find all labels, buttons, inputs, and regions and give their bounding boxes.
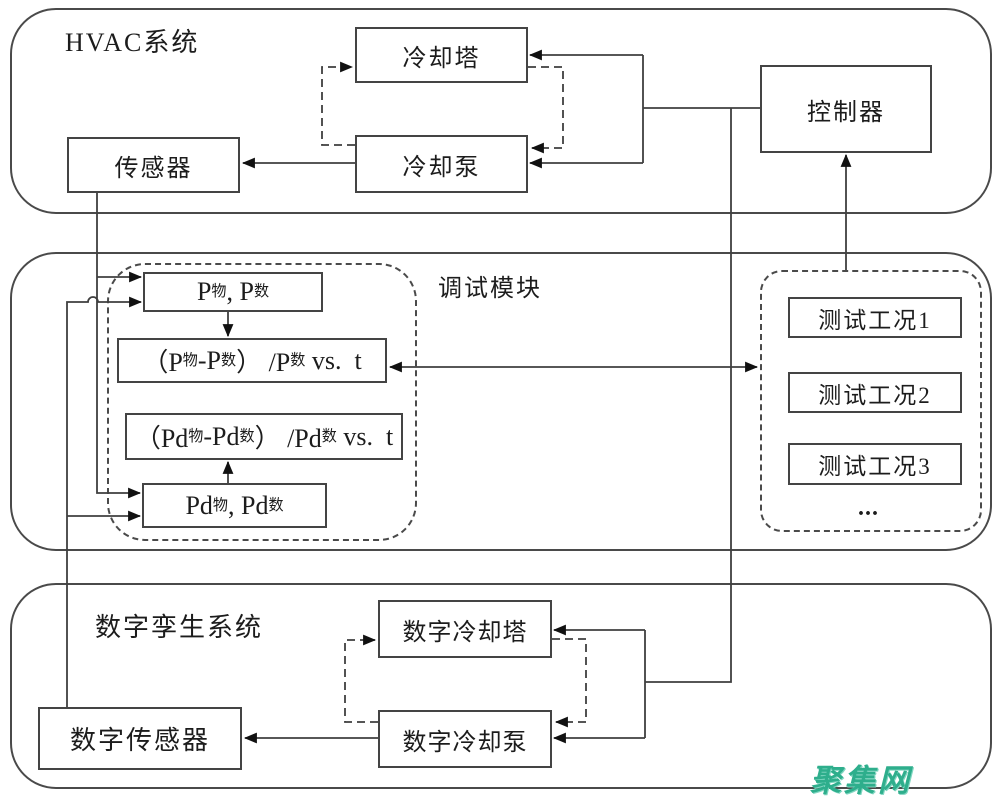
wire-controller-to-digital (645, 108, 732, 683)
test-conditions-group (760, 270, 982, 532)
test-condition-1-box: 测试工况1 (788, 297, 962, 338)
wire-pump-loop-left (321, 61, 355, 146)
digital-twin-section (10, 583, 992, 789)
controller-box: 控制器 (760, 65, 932, 153)
wire-digitaltower-loop-right (552, 638, 587, 728)
digital-sensor-box: 数字传感器 (38, 707, 242, 770)
test-conditions-ellipsis: ... (858, 495, 879, 521)
watermark-logo: 聚集网 (810, 763, 912, 798)
hvac-system-section (10, 8, 992, 214)
debug-module-group (107, 263, 417, 541)
debug-module-title: 调试模块 (438, 276, 542, 302)
wire-sensor-to-pdbox (96, 193, 142, 499)
digital-cooling-tower-box: 数字冷却塔 (378, 600, 552, 658)
digital-cooling-pump-box: 数字冷却泵 (378, 710, 552, 768)
test-condition-2-box: 测试工况2 (788, 372, 962, 413)
debug-middle-section (10, 252, 992, 551)
cooling-tower-box: 冷却塔 (355, 27, 528, 83)
wire-digitalsensor-to-pbox (66, 296, 143, 707)
digital-twin-title: 数字孪生系统 (95, 613, 264, 642)
wire-tower-loop-right (528, 66, 564, 154)
hvac-section-title: HVAC系统 (65, 28, 200, 57)
cooling-pump-box: 冷却泵 (355, 135, 528, 193)
test-condition-3-box: 测试工况3 (788, 443, 962, 485)
sensor-box: 传感器 (67, 137, 240, 193)
wire-digitalpump-loop-left (344, 634, 378, 723)
